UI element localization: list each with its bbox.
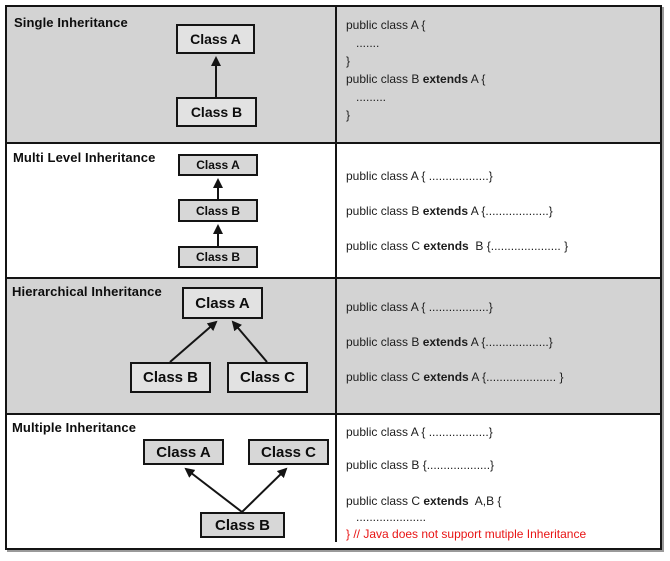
row-title-multiple: Multiple Inheritance bbox=[12, 420, 137, 435]
diagram-cell-multiple: Multiple Inheritance Class A Class C Cla… bbox=[7, 415, 337, 542]
code-text: ......... bbox=[346, 90, 387, 104]
code-text: public class C bbox=[346, 494, 424, 508]
code-line: public class C extends A,B { bbox=[346, 494, 660, 509]
code-text: } bbox=[346, 108, 351, 122]
code-line: public class B {...................} bbox=[346, 458, 660, 473]
code-line: public class A { ..................} bbox=[346, 169, 660, 184]
code-text: public class B bbox=[346, 204, 423, 218]
diagram-cell-hierarchical: Hierarchical Inheritance Class A Class B… bbox=[7, 279, 337, 413]
code-text: A {..................... } bbox=[468, 370, 564, 384]
code-line: public class A { bbox=[346, 16, 660, 34]
class-box-b: Class B bbox=[178, 199, 258, 222]
code-text: public class A { ..................} bbox=[346, 300, 493, 314]
inheritance-table: Single Inheritance Class A Class B publi… bbox=[5, 5, 662, 550]
code-text: public class C bbox=[346, 370, 424, 384]
row-title-multilevel: Multi Level Inheritance bbox=[13, 150, 156, 165]
code-line: public class A { ..................} bbox=[346, 425, 660, 440]
row-hierarchical-inheritance: Hierarchical Inheritance Class A Class B… bbox=[7, 279, 660, 415]
code-line: } bbox=[346, 106, 660, 124]
code-text: } bbox=[346, 54, 351, 68]
keyword-extends: extends bbox=[422, 335, 469, 349]
code-line: public class B extends A {..............… bbox=[346, 204, 660, 219]
class-box-b2: Class B bbox=[178, 246, 258, 268]
class-box-b: Class B bbox=[176, 97, 257, 127]
code-line: public class C extends B {..............… bbox=[346, 239, 660, 254]
diagram-cell-single: Single Inheritance Class A Class B bbox=[7, 7, 337, 142]
code-cell-multilevel: public class A { ..................} pub… bbox=[337, 144, 660, 277]
code-text: A {...................} bbox=[468, 335, 553, 349]
code-text: A { bbox=[468, 72, 486, 86]
keyword-extends: extends bbox=[423, 494, 469, 508]
class-box-b: Class B bbox=[200, 512, 285, 538]
code-line: ......... bbox=[346, 88, 660, 106]
code-line: public class B extends A {..............… bbox=[346, 335, 660, 350]
code-line: public class A { ..................} bbox=[346, 300, 660, 315]
code-line: ....... bbox=[346, 34, 660, 52]
keyword-extends: extends bbox=[423, 370, 469, 384]
row-title-hierarchical: Hierarchical Inheritance bbox=[12, 284, 162, 299]
inheritance-arrows-icon bbox=[169, 320, 268, 363]
class-box-a: Class A bbox=[178, 154, 258, 176]
class-box-c: Class C bbox=[227, 362, 308, 393]
red-note-text: } // Java does not support mutiple Inher… bbox=[346, 527, 587, 541]
code-cell-single: public class A { ....... } public class … bbox=[337, 7, 660, 142]
row-single-inheritance: Single Inheritance Class A Class B publi… bbox=[7, 7, 660, 144]
code-text: public class A { bbox=[346, 18, 426, 32]
class-box-a: Class A bbox=[176, 24, 255, 54]
code-text: ....... bbox=[346, 36, 380, 50]
code-text: A {...................} bbox=[468, 204, 553, 218]
row-multiple-inheritance: Multiple Inheritance Class A Class C Cla… bbox=[7, 415, 660, 542]
class-box-c: Class C bbox=[248, 439, 329, 465]
keyword-extends: extends bbox=[422, 204, 469, 218]
code-line: public class B extends A { bbox=[346, 70, 660, 88]
code-text: public class B bbox=[346, 72, 423, 86]
diagram-cell-multilevel: Multi Level Inheritance Class A Class B … bbox=[7, 144, 337, 277]
code-line: public class C extends A {..............… bbox=[346, 370, 660, 385]
keyword-extends: extends bbox=[423, 239, 469, 253]
class-box-a: Class A bbox=[182, 287, 263, 319]
code-text: public class B {...................} bbox=[346, 458, 495, 472]
code-text: ..................... bbox=[346, 510, 427, 524]
code-text: public class A { ..................} bbox=[346, 169, 493, 183]
code-line: ..................... bbox=[346, 511, 660, 524]
keyword-extends: extends bbox=[422, 72, 469, 86]
row-title-single: Single Inheritance bbox=[14, 15, 128, 30]
code-cell-multiple: public class A { ..................} pub… bbox=[337, 415, 660, 542]
code-line: } bbox=[346, 52, 660, 70]
code-text: public class B bbox=[346, 335, 423, 349]
code-text: public class C bbox=[346, 239, 424, 253]
code-cell-hierarchical: public class A { ..................} pub… bbox=[337, 279, 660, 413]
code-text: public class A { ..................} bbox=[346, 425, 493, 439]
row-multi-level-inheritance: Multi Level Inheritance Class A Class B … bbox=[7, 144, 660, 279]
code-text: A,B { bbox=[468, 494, 502, 508]
code-text: B {..................... } bbox=[468, 239, 569, 253]
class-box-b: Class B bbox=[130, 362, 211, 393]
code-line-red-note: } // Java does not support mutiple Inher… bbox=[346, 527, 660, 542]
class-box-a: Class A bbox=[143, 439, 224, 465]
